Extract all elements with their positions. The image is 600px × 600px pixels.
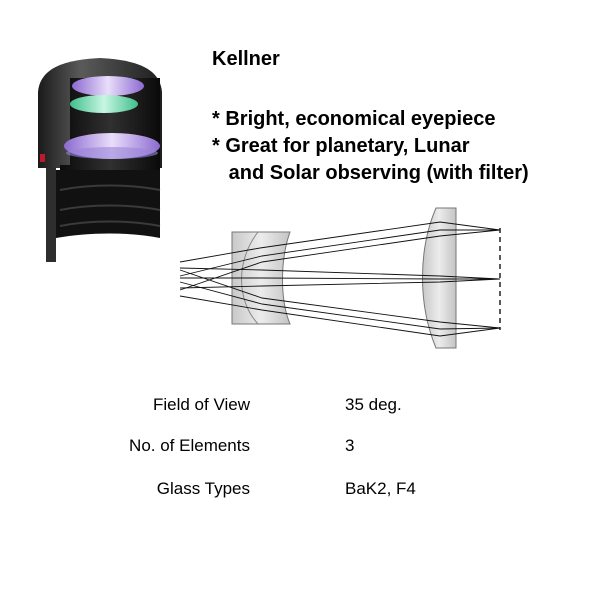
optical-ray-diagram	[179, 207, 501, 349]
ray	[179, 281, 501, 330]
spec-value: 35 deg.	[345, 395, 402, 414]
ray	[179, 267, 501, 280]
red-marker	[40, 154, 45, 162]
eyepiece-cutaway-icon	[38, 58, 162, 262]
eye-lens-green	[70, 95, 138, 113]
feature-list: * Bright, economical eyepiece * Great fo…	[212, 106, 529, 187]
eyepiece-title: Kellner	[212, 48, 280, 70]
ray	[180, 277, 500, 280]
spec-label: Glass Types	[156, 479, 250, 498]
feature-item: and Solar observing (with filter)	[212, 162, 529, 184]
spec-value: 3	[345, 436, 355, 455]
ray	[179, 229, 500, 277]
spec-row: Glass Types BaK2, F4	[0, 479, 600, 503]
feature-item: * Bright, economical eyepiece	[212, 108, 496, 130]
spec-value: BaK2, F4	[345, 479, 416, 498]
doublet-interface	[241, 231, 259, 325]
field-lens	[422, 207, 457, 349]
eyepiece-barrel-inner	[56, 170, 160, 238]
eye-lens-purple	[72, 76, 144, 96]
spec-label: No. of Elements	[129, 436, 250, 455]
ray	[179, 229, 501, 291]
spec-label: Field of View	[152, 395, 250, 414]
ray	[179, 295, 501, 337]
ray	[179, 278, 501, 289]
feature-item: * Great for planetary, Lunar	[212, 135, 470, 157]
spec-row: No. of Elements 3	[0, 436, 600, 460]
light-rays	[179, 221, 501, 337]
eyepiece-barrel	[46, 168, 56, 262]
field-lens-rim	[66, 147, 158, 159]
spec-row: Field of View 35 deg.	[0, 395, 600, 419]
barrel-ribs	[59, 184, 161, 227]
ray	[179, 221, 501, 263]
ray	[179, 269, 501, 329]
